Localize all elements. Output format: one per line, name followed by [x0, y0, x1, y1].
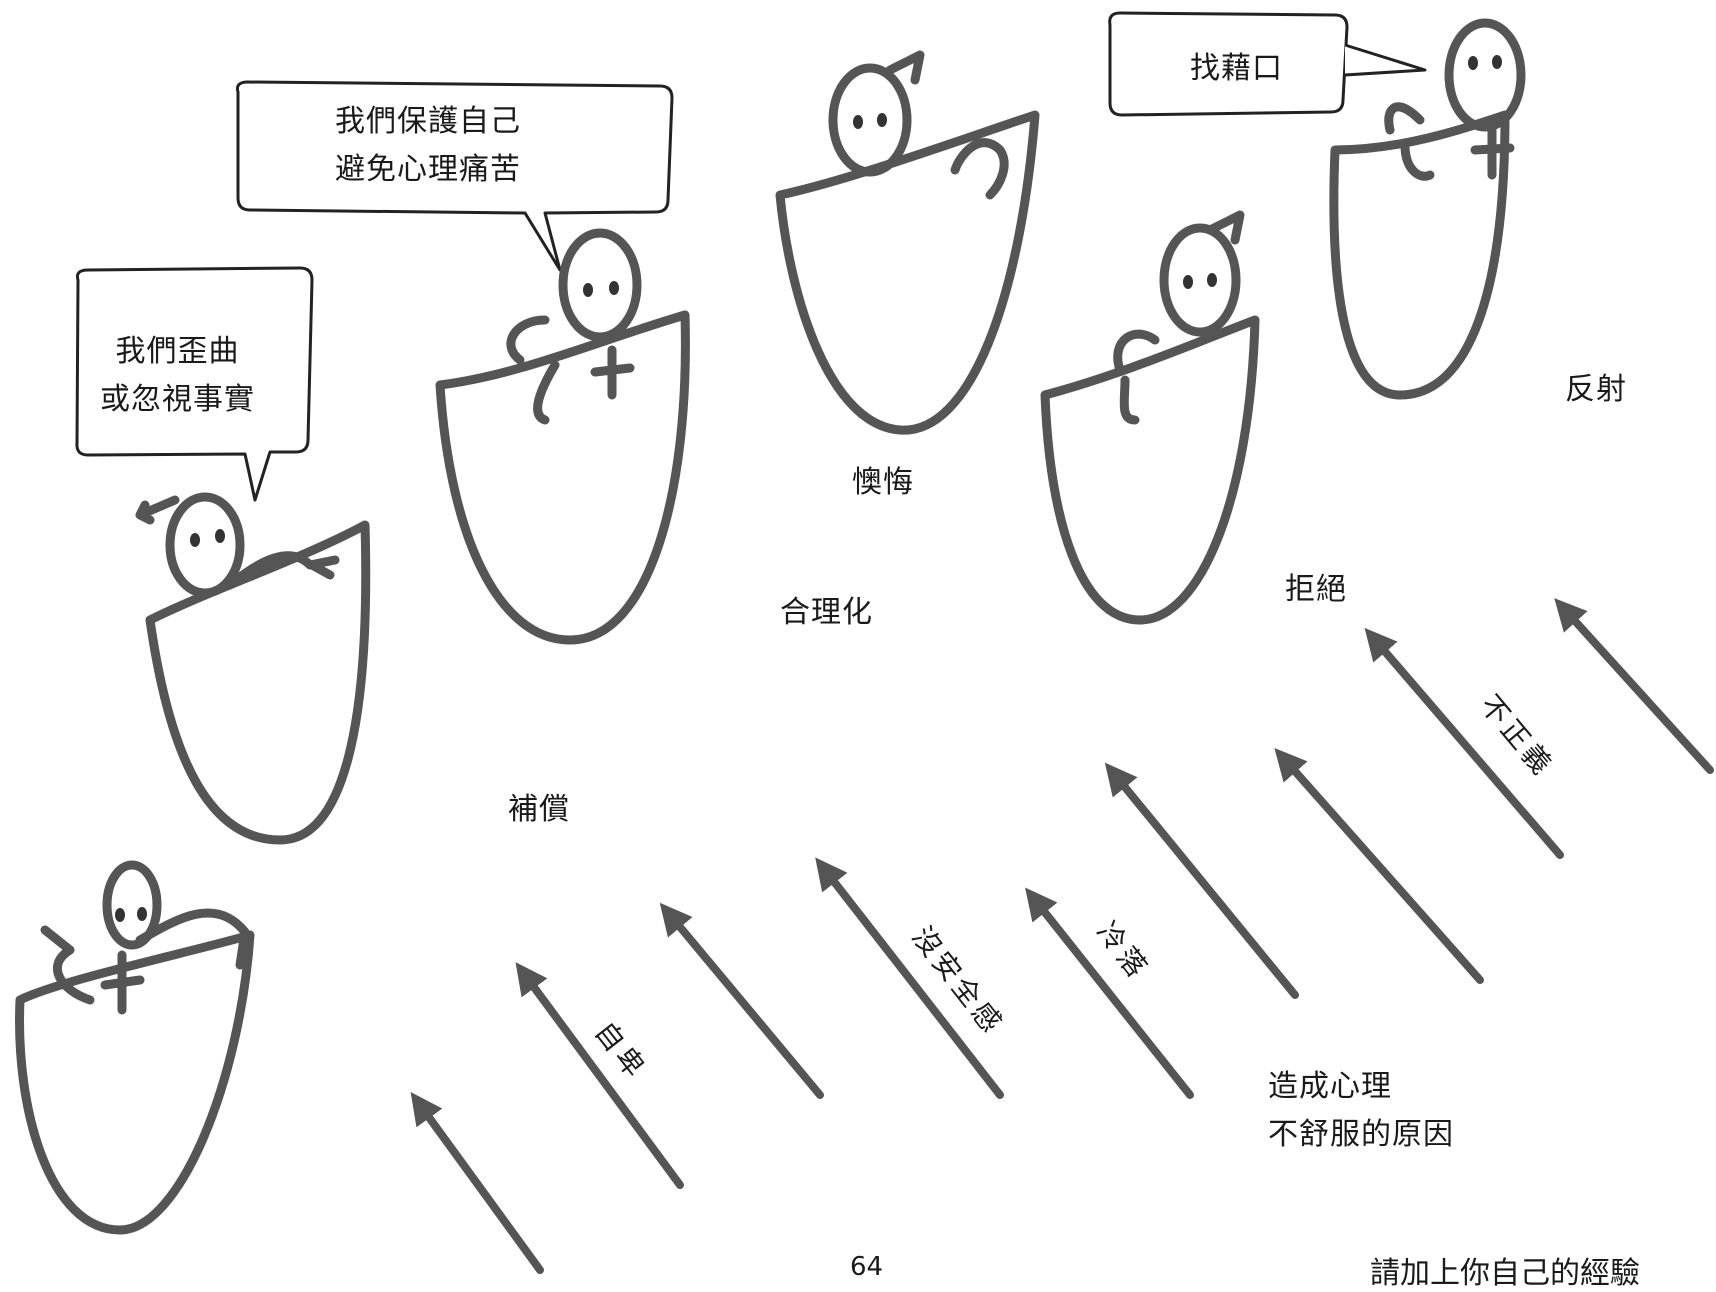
- arrow-9: [1554, 598, 1714, 774]
- bubble-text-protect: 我們保護自己 避免心理痛苦: [335, 98, 521, 194]
- arrow-1: [410, 1092, 544, 1274]
- figure-denial: [1040, 210, 1260, 625]
- speech-bubble-distort: [75, 266, 314, 502]
- label-rationalization: 合理化: [780, 595, 873, 630]
- speech-bubble-excuse: [1108, 11, 1349, 117]
- footer-instruction: 請加上你自己的經驗: [1370, 1256, 1640, 1291]
- arrow-7: [1274, 748, 1484, 984]
- page-number: 64: [850, 1252, 884, 1282]
- figure-bottom-left: [15, 860, 255, 1235]
- speech-bubble-protect: [236, 80, 674, 272]
- figure-regret: [775, 50, 1040, 435]
- arrow-2: [515, 962, 684, 1189]
- bubble-protect-line-2: 避免心理痛苦: [335, 152, 521, 187]
- arrow-4: [815, 857, 1004, 1099]
- arrow-6: [1104, 762, 1299, 999]
- bubble-text-distort: 我們歪曲 或忽視事實: [100, 328, 255, 424]
- label-regret: 懊悔: [852, 465, 914, 500]
- label-compensation: 補償: [508, 792, 570, 827]
- bubble-distort-line-1: 我們歪曲: [115, 334, 240, 369]
- figure-projection: [1329, 18, 1526, 400]
- bubble-distort-line-2: 或忽視事實: [100, 382, 255, 417]
- bubble-protect-line-1: 我們保護自己: [335, 104, 521, 139]
- cause-arrows: [410, 598, 1714, 1274]
- figure-rationalization: [435, 228, 690, 645]
- arrow-3: [659, 902, 824, 1099]
- label-projection: 反射: [1565, 372, 1627, 407]
- label-causes-line-1: 造成心理: [1268, 1069, 1392, 1104]
- arrow-5: [1025, 887, 1194, 1099]
- arrow-8: [1364, 627, 1564, 859]
- figure-compensation: [135, 492, 371, 845]
- label-causes-line-2: 不舒服的原因: [1268, 1117, 1454, 1152]
- label-denial: 拒絕: [1285, 572, 1347, 607]
- bubble-text-excuse: 找藉口: [1190, 51, 1283, 86]
